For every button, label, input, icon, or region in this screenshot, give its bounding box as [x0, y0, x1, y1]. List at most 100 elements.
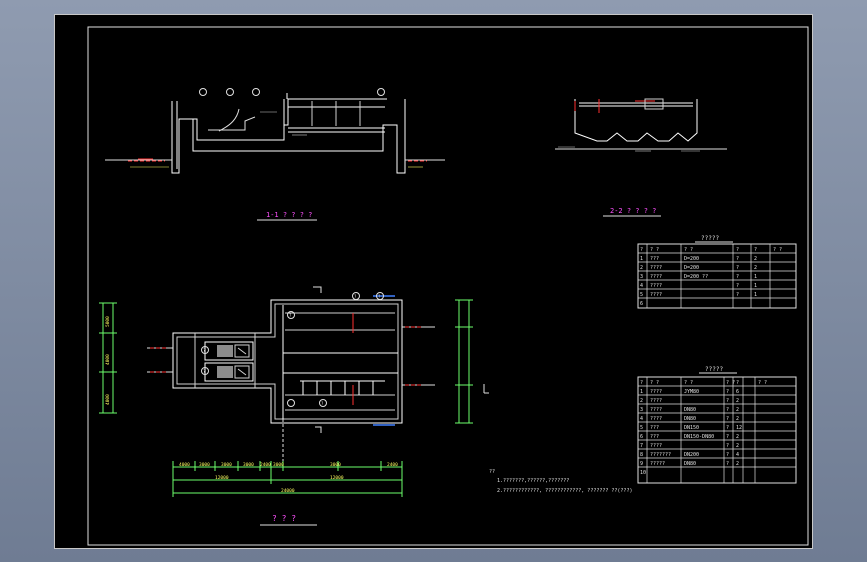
table-2-cell: 6 — [640, 434, 643, 440]
cad-drawing: 1-1 ? ? ? ? 2-2 ? ? ? ? — [87, 26, 809, 546]
table-2-cell: 5 — [640, 425, 643, 431]
dimension-chain-top: 4000 3000 3000 3000 2400 3000 3000 2400 — [179, 462, 398, 468]
table-2-cell: 7 — [640, 443, 643, 449]
table-1-cell: D=200 ?? — [684, 274, 708, 280]
drawing-sheet: 1-1 ? ? ? ? 2-2 ? ? ? ? — [54, 14, 813, 549]
table-2-cell: ? — [726, 416, 729, 422]
table-2-header-cell: ? ? — [726, 380, 735, 386]
plan-title: ? ? ? — [272, 514, 296, 523]
table-1-cell: ???? — [650, 283, 662, 289]
table-2-header-cell: ? ? — [758, 380, 767, 386]
table-1-header-cell: ? — [736, 247, 739, 253]
table-1-header-cell: ? ? — [773, 247, 782, 253]
table-2-cell: 6 — [736, 389, 739, 395]
notes-heading: ?? — [489, 469, 495, 475]
table-2-cell: ? — [726, 452, 729, 458]
svg-text:3000: 3000 — [221, 462, 232, 468]
plan-equipment-hatch — [217, 345, 233, 378]
table-1-cell: 5 — [640, 292, 643, 298]
svg-text:3000: 3000 — [273, 462, 284, 468]
table-2-header-cell: ? ? — [684, 380, 693, 386]
svg-text:12000: 12000 — [215, 475, 229, 481]
table-1-cell: ? — [736, 274, 739, 280]
table-2-cell: ???? — [650, 398, 662, 404]
table-1-title: ????? — [701, 235, 719, 242]
table-1-cell: ??? — [650, 256, 659, 262]
svg-text:?: ? — [378, 294, 381, 299]
table-2-cell: ? — [726, 425, 729, 431]
table-1-cell: 1 — [754, 292, 757, 298]
table-2-header-cell: ? — [736, 380, 739, 386]
svg-text:?: ? — [289, 313, 292, 318]
table-1-header-cell: ? ? — [684, 247, 693, 253]
section-1-1-title: 1-1 ? ? ? ? — [266, 211, 312, 219]
table-1-cell: ???? — [650, 265, 662, 271]
table-1-cell: ? — [736, 256, 739, 262]
table-1-cell: 1 — [754, 274, 757, 280]
table-1-header-cell: ? — [754, 247, 757, 253]
table-1-header-cell: ? ? — [650, 247, 659, 253]
table-2-cell: DN80 — [684, 416, 696, 422]
table-2-cell: 10 — [640, 470, 646, 476]
svg-text:12000: 12000 — [330, 475, 344, 481]
section-2-2 — [555, 98, 727, 152]
table-1-cell: D=200 — [684, 265, 699, 271]
svg-text:2400: 2400 — [387, 462, 398, 468]
table-1-cell: ? — [736, 265, 739, 271]
right-dimension — [455, 299, 473, 424]
inner-frame — [87, 26, 809, 546]
dimension-chain-bottom: 12000 12000 24000 — [215, 475, 344, 494]
bottom-dimension — [172, 461, 403, 497]
table-1-cell: 6 — [640, 301, 643, 307]
table-2-cell: 4 — [640, 416, 643, 422]
table-2-cell: DN80 — [684, 461, 696, 467]
table-2-cell: ???? — [650, 407, 662, 413]
table-2-cell: ???? — [650, 416, 662, 422]
table-1-cell: D=200 — [684, 256, 699, 262]
table-1-header-cell: ? — [640, 247, 643, 253]
svg-text:24000: 24000 — [281, 488, 295, 494]
table-2-cell: 9 — [640, 461, 643, 467]
plan-view — [147, 286, 489, 463]
table-1-cell: ? — [736, 283, 739, 289]
table-1-cell: 2 — [754, 265, 757, 271]
table-2-cell: 2 — [736, 443, 739, 449]
table-2-cell: ? — [726, 407, 729, 413]
table-2-cell: 12 — [736, 425, 742, 431]
table-2-cell: 1 — [640, 389, 643, 395]
svg-text:?: ? — [354, 294, 357, 299]
plan-markers: ? ? ? ? ? ? — [203, 294, 381, 406]
svg-text:4000: 4000 — [179, 462, 190, 468]
left-dim-1: 5000 — [105, 316, 111, 327]
table-2-cell: ???? — [650, 389, 662, 395]
table-2-cell: DN150-DN80 — [684, 434, 714, 440]
table-2-cell: ? — [726, 389, 729, 395]
table-1-cell: 3 — [640, 274, 643, 280]
table-2-cell: ???? — [650, 443, 662, 449]
note-2: 2.????????????, ????????????, ??????? ??… — [497, 488, 632, 494]
table-1-cell: 1 — [640, 256, 643, 262]
table-2-cell: 2 — [736, 407, 739, 413]
table-2-cell: ? — [726, 461, 729, 467]
left-dim-3: 4000 — [105, 394, 111, 405]
table-2-cell: ????? — [650, 461, 665, 467]
table-2-cell: JYM80 — [684, 389, 699, 395]
section-2-2-title: 2-2 ? ? ? ? — [610, 207, 656, 215]
table-2-cell: DN80 — [684, 407, 696, 413]
table-1-cell: ???? — [650, 274, 662, 280]
svg-text:?: ? — [321, 401, 324, 406]
svg-text:3000: 3000 — [330, 462, 341, 468]
section-1-1 — [105, 88, 445, 174]
table-2-cell: ? — [726, 443, 729, 449]
svg-text:3000: 3000 — [243, 462, 254, 468]
svg-text:3000: 3000 — [199, 462, 210, 468]
table-1-cell: ???? — [650, 292, 662, 298]
table-2-header-cell: ? ? — [650, 380, 659, 386]
table-2-cell: 2 — [640, 398, 643, 404]
table-2-cell: ? — [726, 398, 729, 404]
table-2-title: ????? — [705, 366, 723, 373]
table-1-cell: 2 — [640, 265, 643, 271]
table-2-cell: DN150 — [684, 425, 699, 431]
table-1-cell: 4 — [640, 283, 643, 289]
note-1: 1.???????,??????,??????? — [497, 478, 569, 484]
